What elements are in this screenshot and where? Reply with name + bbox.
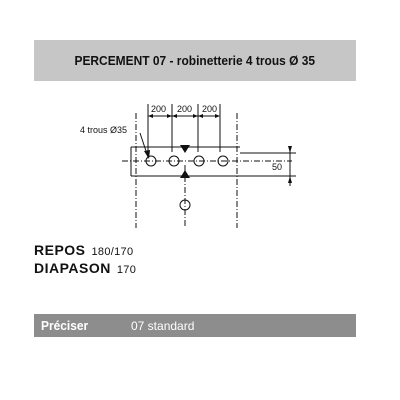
spec-label: REPOS: [34, 242, 86, 258]
tap-hole-4: [217, 155, 229, 167]
spec-label: DIAPASON: [34, 260, 111, 276]
arrow-top-1: [148, 114, 153, 118]
spec-row-repos: REPOS 180/170: [34, 242, 136, 260]
arrow-top-5: [198, 114, 203, 118]
footer-band: Préciser 07 standard: [34, 314, 356, 337]
spec-row-diapason: DIAPASON 170: [34, 260, 136, 278]
arrow-50-bottom: [288, 176, 292, 183]
header-band: PERCEMENT 07 - robinetterie 4 trous Ø 35: [34, 40, 356, 81]
arrow-top-6: [215, 114, 220, 118]
depth-label: 50: [272, 162, 282, 172]
hole-spec-label: 4 trous Ø35: [80, 125, 127, 135]
arrow-top-2: [167, 114, 172, 118]
tap-hole-1: [145, 155, 157, 167]
page-title: PERCEMENT 07 - robinetterie 4 trous Ø 35: [74, 53, 316, 68]
tap-hole-3: [193, 155, 205, 167]
footer-label: Préciser: [41, 318, 89, 333]
spec-value: 170: [116, 264, 137, 276]
spacing-label-1: 200: [151, 104, 166, 114]
spacing-label-2: 200: [177, 104, 192, 114]
hole-label-arrow: [144, 150, 150, 159]
arrow-50-top: [288, 146, 292, 153]
center-arrow-down: [180, 145, 190, 153]
arrow-top-3: [172, 114, 177, 118]
specs-block: REPOS 180/170 DIAPASON 170: [34, 242, 136, 278]
center-arrow-up: [180, 170, 190, 178]
tap-hole-2: [168, 155, 180, 167]
footer-value: 07 standard: [131, 318, 195, 333]
spacing-label-3: 200: [202, 104, 217, 114]
spec-value: 180/170: [91, 246, 134, 258]
arrow-top-4: [193, 114, 198, 118]
drain-hole: [179, 199, 191, 211]
